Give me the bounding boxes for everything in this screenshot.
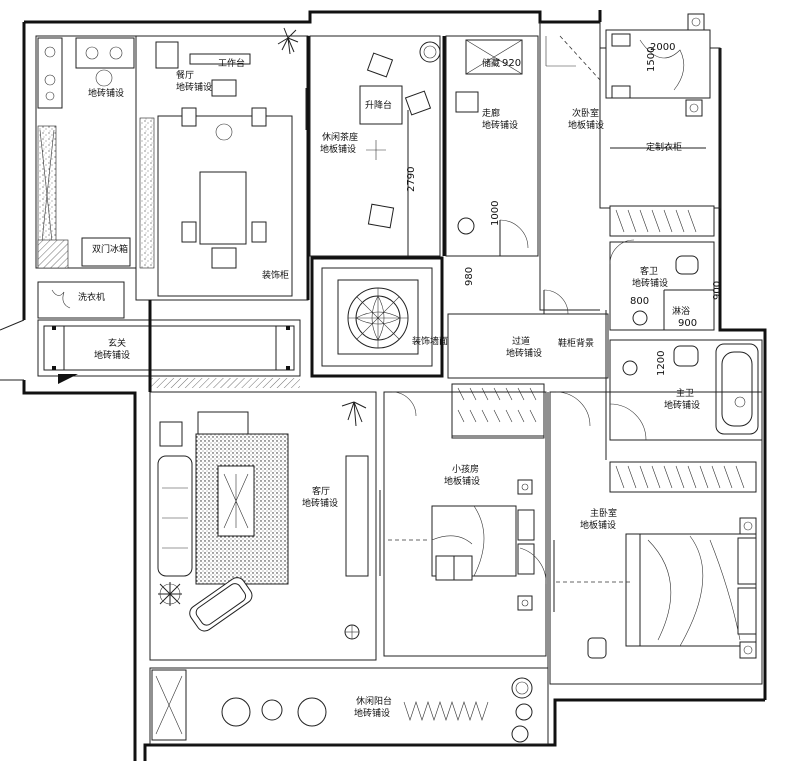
guest-bath-label-2: 地砖铺设 (632, 277, 668, 289)
master-bath-label-2: 地砖铺设 (664, 399, 700, 411)
dim-900b: 900 (712, 281, 723, 300)
leisure-balcony-label-2: 地砖铺设 (354, 707, 390, 719)
tea-room-label-2: 地板铺设 (320, 143, 356, 155)
corridor-label-2: 地砖铺设 (506, 347, 542, 359)
master-bath: 1200 主卫 地砖铺设 (609, 339, 763, 441)
laundry-label: 洗衣机 (78, 291, 105, 303)
lift-label: 升降台 (365, 99, 392, 111)
dim-900a: 900 (678, 318, 697, 329)
plant-icon-left (158, 582, 182, 606)
kitchen-label: 地砖铺设 (88, 87, 124, 99)
master-bath-label-1: 主卫 (676, 387, 694, 399)
plant-icon (277, 27, 299, 55)
foyer-label-1: 玄关 (108, 337, 126, 349)
tea-room-label-1: 休闲茶座 (322, 131, 358, 143)
second-bed-label-1: 次卧室 (572, 107, 599, 119)
deco-cabinet-label: 装饰柜 (262, 269, 289, 281)
master-bed-label-2: 地板铺设 (580, 519, 616, 531)
shower-label: 淋浴 (672, 305, 690, 317)
dim-800: 800 (630, 296, 649, 307)
deco-wall-label: 装饰墙面 (412, 335, 448, 347)
kids-room: 小孩房 地板铺设 (383, 391, 547, 657)
kitchen: 地砖铺设 双门冰箱 (35, 35, 137, 269)
living-room: 客厅 地砖铺设 (149, 391, 381, 661)
dining-label-1: 餐厅 (176, 69, 194, 81)
kids-room-label-2: 地板铺设 (444, 475, 480, 487)
corridor-label-1: 过道 (512, 335, 530, 347)
dining-label-2: 地砖铺设 (176, 81, 212, 93)
dim-1000: 1000 (490, 201, 501, 226)
storage-label: 储藏 (482, 57, 500, 69)
fridge-label: 双门冰箱 (92, 243, 128, 255)
second-bedroom: 2000 1500 次卧室 地板铺设 定制衣柜 (545, 13, 721, 237)
laundry: 洗衣机 (37, 281, 125, 319)
dim-920: 920 (502, 58, 521, 69)
plant-icon-balcony (511, 677, 533, 743)
workbench-label: 工作台 (218, 57, 245, 69)
master-bed-label-1: 主卧室 (590, 507, 617, 519)
dim-1200: 1200 (656, 351, 667, 376)
shoe-cabinet-label: 鞋柜背景 (558, 337, 594, 349)
corridor: 过道 地砖铺设 鞋柜背景 (447, 289, 609, 379)
living-label-2: 地砖铺设 (302, 497, 338, 509)
recliner-icon (189, 577, 253, 632)
storage-hallway: 储藏 920 走廊 地砖铺设 1000 (445, 35, 539, 257)
hallway-small-label-2: 地砖铺设 (482, 119, 518, 131)
leisure-balcony-label-1: 休闲阳台 (356, 695, 392, 707)
foyer: 玄关 地砖铺设 (0, 319, 301, 388)
dining-room: 餐厅 地砖铺设 工作台 装饰柜 (135, 27, 309, 301)
tea-room: 升降台 休闲茶座 地板铺设 2790 (305, 35, 441, 257)
kids-room-label-1: 小孩房 (452, 463, 479, 475)
guest-bath-label-1: 客卫 (640, 265, 658, 277)
dim-2000: 2000 (650, 42, 675, 53)
plant-icon-top (341, 401, 367, 427)
dim-2790: 2790 (406, 167, 417, 192)
master-bedroom: 主卧室 地板铺设 (549, 391, 763, 685)
foyer-label-2: 地砖铺设 (94, 349, 130, 361)
living-label-1: 客厅 (312, 485, 330, 497)
wardrobe-rows (451, 383, 757, 493)
leisure-balcony: 休闲阳台 地砖铺设 (149, 667, 549, 745)
central-medallion: 装饰墙面 980 (310, 256, 475, 378)
guest-bath: 客卫 地砖铺设 800 淋浴 900 900 (609, 239, 723, 331)
interior-walls (135, 36, 607, 690)
second-bed-label-2: 地板铺设 (568, 119, 604, 131)
dim-980: 980 (464, 267, 475, 286)
wardrobe-label: 定制衣柜 (646, 141, 682, 153)
hallway-small-label-1: 走廊 (482, 107, 500, 119)
dim-1500: 1500 (646, 47, 657, 72)
